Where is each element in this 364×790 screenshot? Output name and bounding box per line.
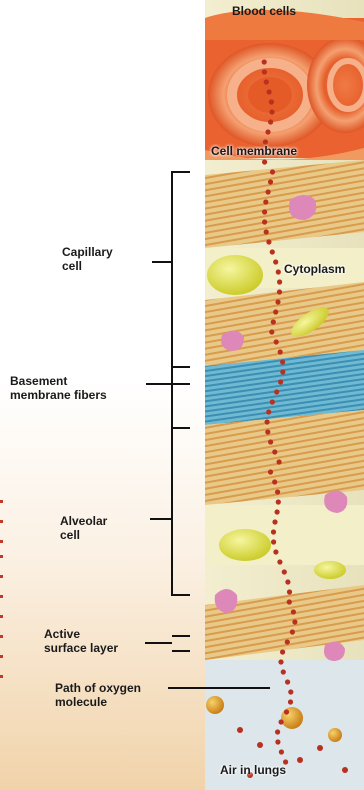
oxygen-dot <box>268 179 273 184</box>
oxygen-dot <box>271 539 276 544</box>
oxygen-dot <box>266 239 271 244</box>
oxygen-dot <box>281 669 286 674</box>
oxygen-dot <box>270 249 275 254</box>
oxygen-dot <box>270 169 275 174</box>
oxygen-dot <box>278 349 283 354</box>
oxygen-dot <box>277 559 282 564</box>
oxygen-dot <box>278 379 283 384</box>
oxygen-dot <box>275 489 280 494</box>
oxygen-dot <box>277 459 282 464</box>
oxygen-dot <box>277 279 282 284</box>
oxygen-dot <box>265 429 270 434</box>
oxygen-dot <box>291 609 296 614</box>
oxygen-dot <box>264 229 269 234</box>
oxygen-dot <box>262 219 267 224</box>
oxygen-dot <box>266 189 271 194</box>
label-blood-cells: Blood cells <box>232 4 296 18</box>
oxygen-dot <box>273 549 278 554</box>
oxygen-dot <box>262 159 267 164</box>
alveolar-membrane-top <box>205 410 364 505</box>
oxygen-dot <box>282 569 287 574</box>
oxygen-dot <box>287 589 292 594</box>
oxygen-dot <box>262 209 267 214</box>
oxygen-dot <box>288 689 293 694</box>
oxygen-dot <box>342 767 348 773</box>
oxygen-dot <box>280 649 285 654</box>
oxygen-dot <box>263 199 268 204</box>
oxygen-dot <box>275 739 280 744</box>
oxygen-dot <box>273 259 278 264</box>
oxygen-dot <box>285 579 290 584</box>
oxygen-dot <box>270 399 275 404</box>
oxygen-dot <box>290 629 295 634</box>
oxygen-dot <box>237 727 243 733</box>
oxygen-dot <box>262 69 267 74</box>
oxygen-dot <box>274 339 279 344</box>
label-cell-membrane: Cell membrane <box>211 144 297 158</box>
oxygen-dot <box>267 89 272 94</box>
oxygen-dot <box>257 742 263 748</box>
cell-column <box>205 0 364 790</box>
oxygen-dot <box>277 289 282 294</box>
oxygen-dot <box>280 369 285 374</box>
oxygen-dot <box>271 319 276 324</box>
oxygen-dot <box>278 659 283 664</box>
oxygen-dot <box>287 599 292 604</box>
oxygen-dot <box>266 409 271 414</box>
oxygen-dot <box>279 719 284 724</box>
oxygen-dot <box>273 309 278 314</box>
oxygen-dot <box>265 419 270 424</box>
oxygen-dot <box>268 439 273 444</box>
oxygen-dot <box>269 109 274 114</box>
oxygen-dot <box>276 499 281 504</box>
oxygen-dot <box>276 269 281 274</box>
oxygen-dot <box>275 509 280 514</box>
oxygen-dot <box>268 119 273 124</box>
oxygen-dot <box>269 99 274 104</box>
oxygen-dot <box>275 299 280 304</box>
oxygen-dot <box>271 529 276 534</box>
oxygen-dot <box>274 389 279 394</box>
oxygen-dot <box>275 729 280 734</box>
oxygen-dot <box>272 519 277 524</box>
oxygen-dot <box>264 79 269 84</box>
oxygen-dot <box>285 639 290 644</box>
oxygen-dot <box>272 449 277 454</box>
oxygen-dot <box>288 699 293 704</box>
oxygen-dot <box>297 757 303 763</box>
oxygen-dot <box>272 479 277 484</box>
label-air-in-lungs: Air in lungs <box>220 763 286 777</box>
oxygen-dot <box>280 359 285 364</box>
oxygen-dot <box>262 59 267 64</box>
oxygen-dot <box>268 469 273 474</box>
oxygen-dot <box>292 619 297 624</box>
oxygen-dot <box>285 679 290 684</box>
label-cytoplasm: Cytoplasm <box>284 262 345 276</box>
oxygen-dot <box>284 709 289 714</box>
oxygen-dot <box>279 749 284 754</box>
oxygen-dot <box>269 329 274 334</box>
oxygen-dot <box>317 745 323 751</box>
blood-cells <box>205 10 364 160</box>
oxygen-dot <box>265 129 270 134</box>
